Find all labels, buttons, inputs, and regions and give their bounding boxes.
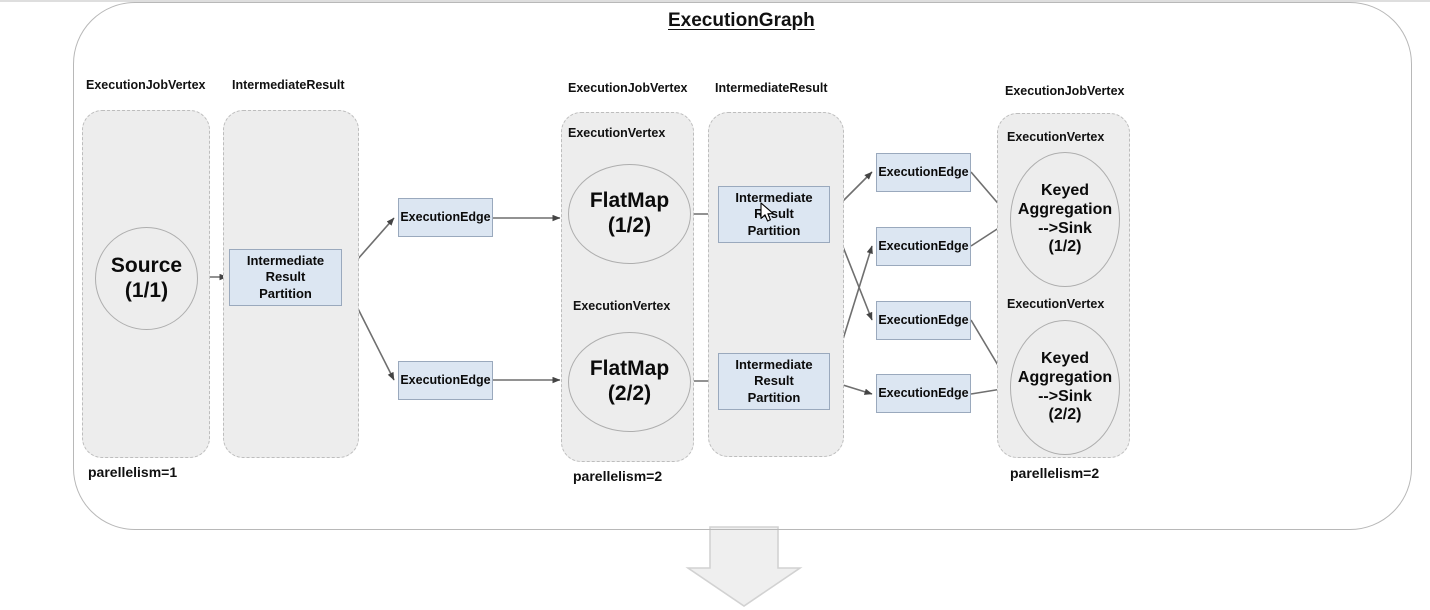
page-title: ExecutionGraph bbox=[668, 10, 815, 31]
execution-edge-b4-label: ExecutionEdge bbox=[878, 385, 969, 400]
execution-edge-a1[interactable]: ExecutionEdge bbox=[398, 198, 493, 237]
irp-1-line-1: Intermediate bbox=[735, 190, 813, 206]
operator-agg-1-line-4: (1/2) bbox=[1048, 238, 1082, 256]
irp-1-line-3: Partition bbox=[747, 222, 801, 238]
irp-0-line-3: Partition bbox=[259, 285, 312, 301]
irp-2-line-2: Result bbox=[754, 373, 794, 389]
execution-edge-b1-label: ExecutionEdge bbox=[878, 164, 969, 179]
execution-graph-container bbox=[73, 2, 1412, 530]
column-heading-intermediate-result-2: IntermediateResult bbox=[715, 81, 828, 95]
operator-keyed-aggregation-sink-2[interactable]: Keyed Aggregation -->Sink (2/2) bbox=[1010, 320, 1120, 455]
parallelism-label-flatmap: parellelism=2 bbox=[573, 468, 663, 484]
column-heading-intermediate-result-1: IntermediateResult bbox=[232, 78, 345, 92]
operator-agg-1-line-2: Aggregation bbox=[1017, 200, 1113, 218]
vertex-label-sink-1: ExecutionVertex bbox=[1007, 130, 1105, 144]
operator-source-line-1: Source bbox=[110, 253, 183, 277]
operator-flatmap-1-line-1: FlatMap bbox=[589, 189, 670, 213]
execution-edge-b2-label: ExecutionEdge bbox=[878, 238, 969, 253]
column-heading-execution-job-vertex-3: ExecutionJobVertex bbox=[1005, 84, 1125, 98]
irp-0-line-1: Intermediate bbox=[246, 253, 325, 269]
execution-edge-a1-label: ExecutionEdge bbox=[400, 209, 491, 224]
operator-flatmap-1-line-2: (1/2) bbox=[607, 214, 652, 237]
parallelism-label-sink: parellelism=2 bbox=[1010, 465, 1100, 481]
operator-agg-2-line-1: Keyed bbox=[1040, 349, 1090, 367]
operator-agg-2-line-3: -->Sink bbox=[1038, 387, 1092, 405]
execution-edge-b1[interactable]: ExecutionEdge bbox=[876, 153, 971, 192]
operator-agg-2-line-4: (2/2) bbox=[1048, 406, 1082, 424]
operator-flatmap-2[interactable]: FlatMap (2/2) bbox=[568, 332, 691, 432]
irp-2-line-1: Intermediate bbox=[735, 357, 813, 373]
vertex-label-flatmap-2: ExecutionVertex bbox=[573, 299, 671, 313]
operator-flatmap-2-line-2: (2/2) bbox=[607, 382, 652, 405]
parallelism-label-source: parellelism=1 bbox=[88, 464, 178, 480]
vertex-label-sink-2: ExecutionVertex bbox=[1007, 297, 1105, 311]
operator-source[interactable]: Source (1/1) bbox=[95, 227, 198, 330]
intermediate-result-partition-0[interactable]: Intermediate Result Partition bbox=[229, 249, 342, 306]
execution-edge-b3[interactable]: ExecutionEdge bbox=[876, 301, 971, 340]
irp-2-line-3: Partition bbox=[747, 389, 801, 405]
operator-agg-1-line-3: -->Sink bbox=[1038, 219, 1092, 237]
execution-edge-a2-label: ExecutionEdge bbox=[400, 372, 491, 387]
operator-keyed-aggregation-sink-1[interactable]: Keyed Aggregation -->Sink (1/2) bbox=[1010, 152, 1120, 287]
intermediate-result-partition-1[interactable]: Intermediate Result Partition bbox=[718, 186, 830, 243]
irp-1-line-2: Result bbox=[754, 206, 794, 222]
operator-source-line-2: (1/1) bbox=[124, 278, 169, 302]
execution-edge-b3-label: ExecutionEdge bbox=[878, 312, 969, 327]
operator-flatmap-1[interactable]: FlatMap (1/2) bbox=[568, 164, 691, 264]
column-heading-execution-job-vertex-2: ExecutionJobVertex bbox=[568, 81, 688, 95]
intermediate-result-partition-2[interactable]: Intermediate Result Partition bbox=[718, 353, 830, 410]
execution-edge-b4[interactable]: ExecutionEdge bbox=[876, 374, 971, 413]
operator-agg-1-line-1: Keyed bbox=[1040, 181, 1090, 199]
execution-edge-a2[interactable]: ExecutionEdge bbox=[398, 361, 493, 400]
column-heading-execution-job-vertex-1: ExecutionJobVertex bbox=[86, 78, 206, 92]
operator-agg-2-line-2: Aggregation bbox=[1017, 368, 1113, 386]
down-arrow bbox=[685, 526, 803, 607]
operator-flatmap-2-line-1: FlatMap bbox=[589, 357, 670, 381]
irp-0-line-2: Result bbox=[265, 269, 306, 285]
execution-edge-b2[interactable]: ExecutionEdge bbox=[876, 227, 971, 266]
vertex-label-flatmap-1: ExecutionVertex bbox=[568, 126, 666, 140]
